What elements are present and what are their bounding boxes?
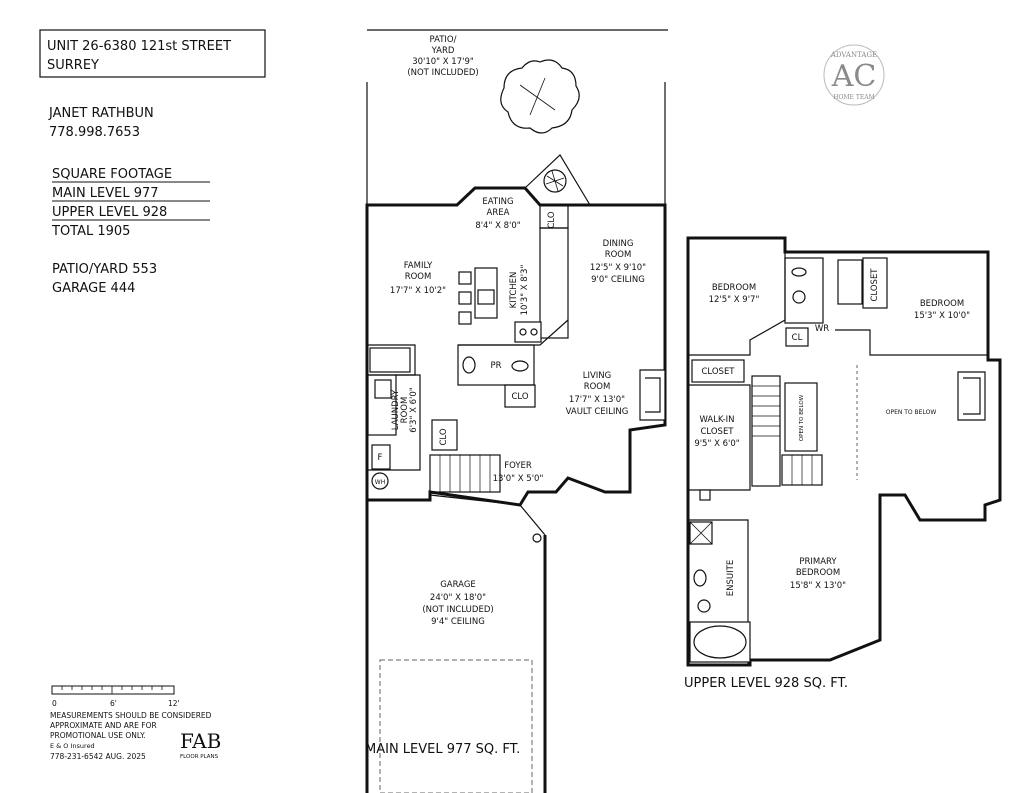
f-label: F bbox=[378, 453, 383, 463]
shrub-icon bbox=[543, 169, 567, 193]
advantage-logo: ADVANTAGE AC HOME TEAM bbox=[823, 44, 885, 106]
logo-bottom-text: HOME TEAM bbox=[833, 94, 874, 101]
agent-phone: 778.998.7653 bbox=[49, 125, 140, 140]
clo-pr-label: CLO bbox=[511, 392, 528, 402]
bedroom1-label-2: 12'5" X 9'7" bbox=[709, 295, 760, 305]
sqft-main-level: MAIN LEVEL 977 bbox=[52, 186, 159, 201]
upper-level-plan bbox=[686, 236, 1002, 667]
logo-monogram: AC bbox=[831, 59, 877, 94]
disclaimer: MEASUREMENTS SHOULD BE CONSIDERED APPROX… bbox=[50, 711, 212, 761]
brand-mark: FAB bbox=[180, 729, 221, 753]
open-below-stair-label: OPEN TO BELOW bbox=[799, 394, 805, 441]
eating-label-3: 8'4" X 8'0" bbox=[475, 221, 520, 231]
garage-label-3: (NOT INCLUDED) bbox=[422, 605, 493, 615]
sqft-upper-level: UPPER LEVEL 928 bbox=[52, 205, 167, 220]
cl-label: CL bbox=[792, 333, 803, 343]
square-footage-summary: SQUARE FOOTAGE MAIN LEVEL 977 UPPER LEVE… bbox=[51, 167, 210, 296]
address-line-2: SURREY bbox=[47, 58, 99, 73]
pr-label: PR bbox=[490, 361, 501, 371]
agent-name: JANET RATHBUN bbox=[48, 106, 154, 121]
sqft-garage: GARAGE 444 bbox=[52, 281, 135, 296]
walkin-label-3: 9'5" X 6'0" bbox=[694, 439, 739, 449]
family-label-1: FAMILY bbox=[404, 261, 433, 271]
garage-label-1: GARAGE bbox=[440, 580, 476, 590]
upper-level-labels: BEDROOM 12'5" X 9'7" CLOSET BEDROOM 15'3… bbox=[684, 268, 970, 691]
foyer-label-1: FOYER bbox=[504, 461, 532, 471]
disclaimer-line-1: MEASUREMENTS SHOULD BE CONSIDERED bbox=[50, 711, 212, 720]
dining-label-2: ROOM bbox=[605, 250, 632, 260]
dining-label-3: 12'5" X 9'10" bbox=[590, 263, 646, 273]
primary-label-2: BEDROOM bbox=[796, 568, 840, 578]
ensuite-label: ENSUITE bbox=[726, 560, 736, 596]
main-level-labels: PATIO/ YARD 30'10" X 17'9" (NOT INCLUDED… bbox=[365, 35, 646, 757]
laundry-label-1: LAUNDRY bbox=[391, 389, 401, 430]
open-below-living-label: OPEN TO BELOW bbox=[886, 409, 937, 416]
laundry-label-3: 6'3" X 6'0" bbox=[409, 387, 419, 432]
main-level-plan bbox=[365, 29, 668, 793]
patio-label-4: (NOT INCLUDED) bbox=[407, 68, 478, 78]
walkin-label-2: CLOSET bbox=[700, 427, 734, 437]
closet-bed2-label: CLOSET bbox=[870, 268, 880, 302]
sqft-total: TOTAL 1905 bbox=[51, 224, 130, 239]
disclaimer-line-3: PROMOTIONAL USE ONLY. bbox=[50, 731, 146, 740]
brand-sub: FLOOR PLANS bbox=[180, 754, 219, 760]
living-label-1: LIVING bbox=[583, 371, 612, 381]
patio-label-2: YARD bbox=[431, 46, 455, 56]
patio-label-3: 30'10" X 17'9" bbox=[412, 57, 474, 67]
eating-label-2: AREA bbox=[487, 208, 510, 218]
eating-label-1: EATING bbox=[482, 197, 513, 207]
clo-foyer-label: CLO bbox=[439, 428, 449, 445]
logo-top-text: ADVANTAGE bbox=[830, 51, 877, 59]
stairs bbox=[429, 454, 501, 493]
disclaimer-line-2: APPROXIMATE AND ARE FOR bbox=[50, 721, 157, 730]
family-label-3: 17'7" X 10'2" bbox=[390, 286, 446, 296]
scale-tick-6: 6' bbox=[110, 699, 117, 708]
living-label-3: 17'7" X 13'0" bbox=[569, 395, 625, 405]
scale-bar: 0 6' 12' bbox=[51, 685, 180, 708]
upper-level-title: UPPER LEVEL 928 SQ. FT. bbox=[684, 676, 848, 691]
closet-bed1-label: CLOSET bbox=[701, 367, 735, 377]
fab-brand-logo: FAB FLOOR PLANS bbox=[180, 729, 221, 760]
living-label-4: VAULT CEILING bbox=[566, 407, 629, 417]
living-label-2: ROOM bbox=[584, 382, 611, 392]
sqft-heading: SQUARE FOOTAGE bbox=[52, 167, 172, 182]
address-line-1: UNIT 26-6380 121st STREET bbox=[47, 39, 231, 54]
main-level-title: MAIN LEVEL 977 SQ. FT. bbox=[365, 742, 520, 757]
kitchen-label-1: KITCHEN bbox=[509, 272, 519, 309]
foyer-label-2: 13'0" X 5'0" bbox=[493, 474, 544, 484]
walkin-label-1: WALK-IN bbox=[699, 415, 734, 425]
dining-label-4: 9'0" CEILING bbox=[591, 275, 645, 285]
kitchen-label-2: 10'3" X 8'3" bbox=[520, 265, 530, 316]
patio-label-1: PATIO/ bbox=[430, 35, 457, 45]
dining-label-1: DINING bbox=[603, 239, 634, 249]
wh-label: WH bbox=[375, 479, 385, 486]
bedroom2-label-1: BEDROOM bbox=[920, 299, 964, 309]
contact-date: 778-231-6542 AUG. 2025 bbox=[50, 752, 146, 761]
bedroom2-label-2: 15'3" X 10'0" bbox=[914, 311, 970, 321]
tree-icon bbox=[500, 59, 580, 134]
primary-label-1: PRIMARY bbox=[799, 557, 837, 567]
sqft-patio-yard: PATIO/YARD 553 bbox=[52, 262, 157, 277]
address-box: UNIT 26-6380 121st STREET SURREY bbox=[39, 29, 266, 78]
bedroom1-label-1: BEDROOM bbox=[712, 283, 756, 293]
disclaimer-line-4: E & O Insured bbox=[50, 742, 95, 750]
family-label-2: ROOM bbox=[405, 272, 432, 282]
laundry-label-2: ROOM bbox=[400, 397, 410, 424]
garage-label-2: 24'0" X 18'0" bbox=[430, 593, 486, 603]
scale-tick-12: 12' bbox=[168, 699, 180, 708]
garage-label-4: 9'4" CEILING bbox=[431, 617, 485, 627]
primary-label-3: 15'8" X 13'0" bbox=[790, 581, 846, 591]
scale-tick-0: 0 bbox=[52, 699, 57, 708]
wr-label: WR bbox=[815, 324, 829, 334]
clo-eating-label: CLO bbox=[547, 211, 557, 228]
